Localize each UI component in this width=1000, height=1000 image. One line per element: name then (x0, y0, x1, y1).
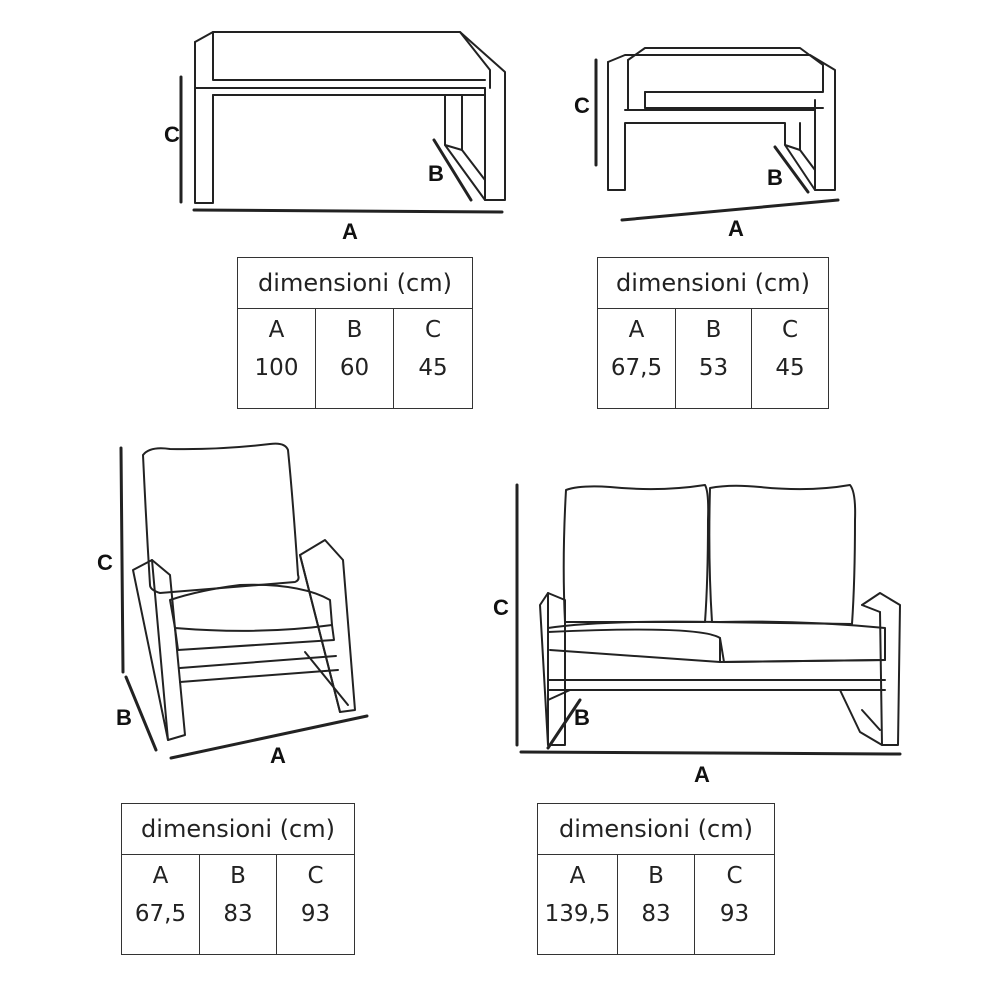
column-a: A (537, 854, 618, 897)
table-header: dimensioni (cm) (596, 257, 830, 309)
value-a: 67,5 (597, 351, 676, 409)
column-b: B (315, 308, 394, 351)
value-a: 67,5 (121, 897, 200, 955)
coffee-table-drawing (194, 31, 506, 204)
table-header: dimensioni (cm) (536, 803, 776, 855)
armchair-dimension-lines (119, 446, 369, 760)
bench-label-a: A (728, 216, 744, 241)
value-b: 53 (675, 351, 752, 409)
value-c: 45 (750, 351, 830, 409)
value-c: 93 (275, 897, 356, 955)
sofa-drawing (539, 484, 901, 746)
sofa-label-a: A (694, 762, 710, 787)
armchair-label-c: C (97, 550, 113, 575)
bench-dimension-lines (594, 58, 840, 222)
sofa-label-b: B (574, 705, 590, 730)
sofa-dimension-lines (515, 483, 902, 756)
column-b: B (617, 854, 695, 897)
column-a: A (237, 308, 316, 351)
coffee-table-label-b: B (428, 161, 444, 186)
sofa-label-c: C (493, 595, 509, 620)
value-c: 45 (392, 351, 474, 409)
column-b: B (675, 308, 752, 351)
sofa-dimensions-table: dimensioni (cm) A B C 139,5 83 93 (536, 803, 776, 955)
bench-dimensions-table: dimensioni (cm) A B C 67,5 53 45 (596, 257, 830, 409)
value-c: 93 (693, 897, 776, 955)
value-b: 83 (199, 897, 277, 955)
bench-drawing (607, 47, 836, 191)
armchair-label-b: B (116, 705, 132, 730)
coffee-table-label-a: A (342, 219, 358, 244)
coffee-table-dimensions-table: dimensioni (cm) A B C 100 60 45 (236, 257, 474, 409)
bench-label-c: C (574, 93, 590, 118)
table-header: dimensioni (cm) (120, 803, 356, 855)
armchair-label-a: A (270, 743, 286, 768)
value-a: 139,5 (537, 897, 618, 955)
coffee-table-dimension-lines (179, 75, 504, 214)
armchair-drawing (132, 442, 356, 741)
column-c: C (275, 854, 356, 897)
column-b: B (199, 854, 277, 897)
value-b: 60 (315, 351, 394, 409)
coffee-table-label-c: C (164, 122, 180, 147)
column-c: C (392, 308, 474, 351)
armchair-dimensions-table: dimensioni (cm) A B C 67,5 83 93 (120, 803, 356, 955)
bench-label-b: B (767, 165, 783, 190)
column-c: C (750, 308, 830, 351)
value-a: 100 (237, 351, 316, 409)
column-a: A (597, 308, 676, 351)
column-c: C (693, 854, 776, 897)
column-a: A (121, 854, 200, 897)
table-header: dimensioni (cm) (236, 257, 474, 309)
value-b: 83 (617, 897, 695, 955)
